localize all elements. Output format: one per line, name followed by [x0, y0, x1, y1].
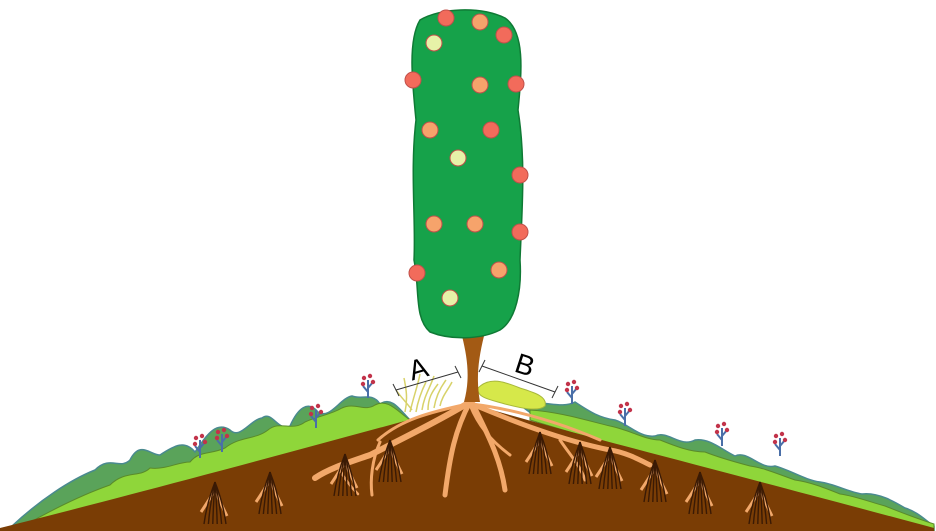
wildflower — [773, 432, 787, 456]
label-b: B — [511, 347, 538, 382]
wildflower — [565, 380, 579, 404]
wildflower — [361, 374, 375, 398]
wildflower — [715, 422, 729, 446]
label-a: A — [405, 351, 432, 386]
tree-canopy — [412, 10, 523, 338]
